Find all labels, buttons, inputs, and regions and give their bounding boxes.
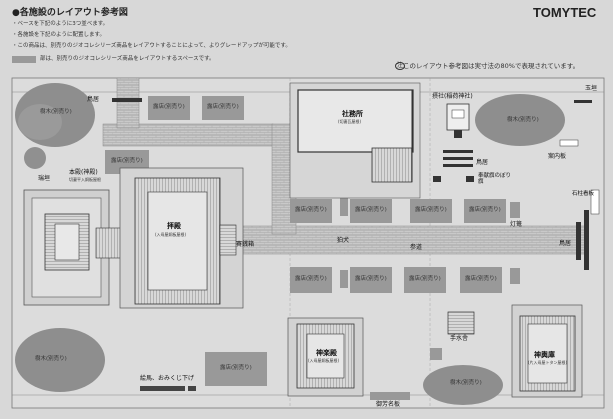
roten-label: 露店(別売り)	[207, 104, 239, 110]
haiden-sub: (入母屋銅板屋根)	[155, 232, 187, 237]
shamusho-label: 社務所	[342, 110, 363, 118]
roten-label: 露店(別売り)	[153, 104, 185, 110]
tree-bottomright	[423, 365, 503, 405]
hounomeiban-label: 御芳名板	[376, 401, 401, 408]
ema-label: 絵馬、おみくじ下げ	[140, 375, 195, 382]
roten-label: 露店(別売り)	[111, 158, 143, 164]
page-title: ●各施設のレイアウト参考図	[12, 8, 128, 18]
sessha-label: 摂社(稲荷神社)	[432, 93, 473, 100]
torii-label-1: 鳥居	[87, 96, 100, 103]
roten-label: 露店(別売り)	[355, 207, 387, 213]
roten-label: 露店(別売り)	[295, 207, 327, 213]
temizusha	[447, 311, 475, 335]
tree-topright	[475, 94, 565, 146]
brand-logo: TOMYTEC	[533, 5, 597, 20]
note-3: ・この商品は、別売りのジオコレシリーズ商品をレイアウトすることによって、よりグレ…	[12, 43, 291, 49]
saisenbako-label: 賽銭箱	[236, 241, 255, 248]
tree-label-1: 樹木(別売り)	[40, 109, 72, 115]
komainu-label: 狛犬	[337, 237, 350, 244]
note-2: ・各施設を下記のように配置します。	[12, 32, 105, 38]
shinyoko-sub: (片入母屋トタン屋根)	[528, 360, 568, 365]
roten-label: 露店(別売り)	[409, 276, 441, 282]
torii-top	[112, 98, 142, 102]
roten-label: 露店(別売り)	[220, 365, 252, 371]
roten-label: 露店(別売り)	[415, 207, 447, 213]
tree-label-3: 樹木(別売り)	[507, 117, 539, 123]
nobori-label: 奉献旗のぼり旗	[478, 173, 512, 185]
mizugaki-label: 瑞垣	[38, 175, 51, 182]
toro-label: 灯篭	[510, 221, 523, 228]
sando-path	[239, 225, 586, 255]
annaiban-label: 案内板	[548, 153, 567, 160]
kaguraden-sub: (入母屋銅板屋根)	[308, 358, 340, 363]
scale-note: このレイアウト参考図は実寸法の80%で表現されています。	[403, 62, 580, 70]
ema-rack	[140, 386, 185, 391]
sando-label: 参道	[410, 244, 423, 251]
path-up	[116, 77, 140, 129]
legend-text: 部は、別売りのジオコレシリーズ商品をレイアウトするスペースです。	[40, 56, 215, 62]
scale-mark: 注	[395, 62, 406, 70]
honden-label: 本殿(神殿)	[69, 169, 98, 176]
shamusho-sub: (切妻瓦屋根)	[338, 119, 362, 124]
tree-label-2: 樹木(別売り)	[35, 356, 67, 362]
roten-label: 露店(別売り)	[469, 207, 501, 213]
shinyoko-label: 神輿庫	[534, 351, 555, 359]
torii-label-2: 鳥居	[476, 159, 489, 166]
note-1: ・ベースを下記のように3つ並べます。	[12, 21, 109, 27]
tree-small	[24, 147, 46, 169]
torii-label-3: 鳥居	[559, 240, 572, 247]
tamagaki-label: 玉垣	[585, 85, 598, 92]
roten-label: 露店(別売り)	[465, 276, 497, 282]
haiden-label: 拝殿	[167, 222, 181, 230]
honden-sub: 切妻平入銅板屋根	[69, 177, 101, 182]
ishigaki-label: 石柱看板	[572, 191, 595, 197]
tree-label-4: 樹木(別売り)	[450, 380, 482, 386]
roten-label: 露店(別売り)	[355, 276, 387, 282]
tree-bottomleft	[15, 328, 105, 392]
temizusha-label: 手水舎	[450, 335, 469, 342]
legend-swatch	[12, 56, 36, 63]
roten-label: 露店(別売り)	[295, 276, 327, 282]
kaguraden-label: 神楽殿	[316, 349, 337, 357]
